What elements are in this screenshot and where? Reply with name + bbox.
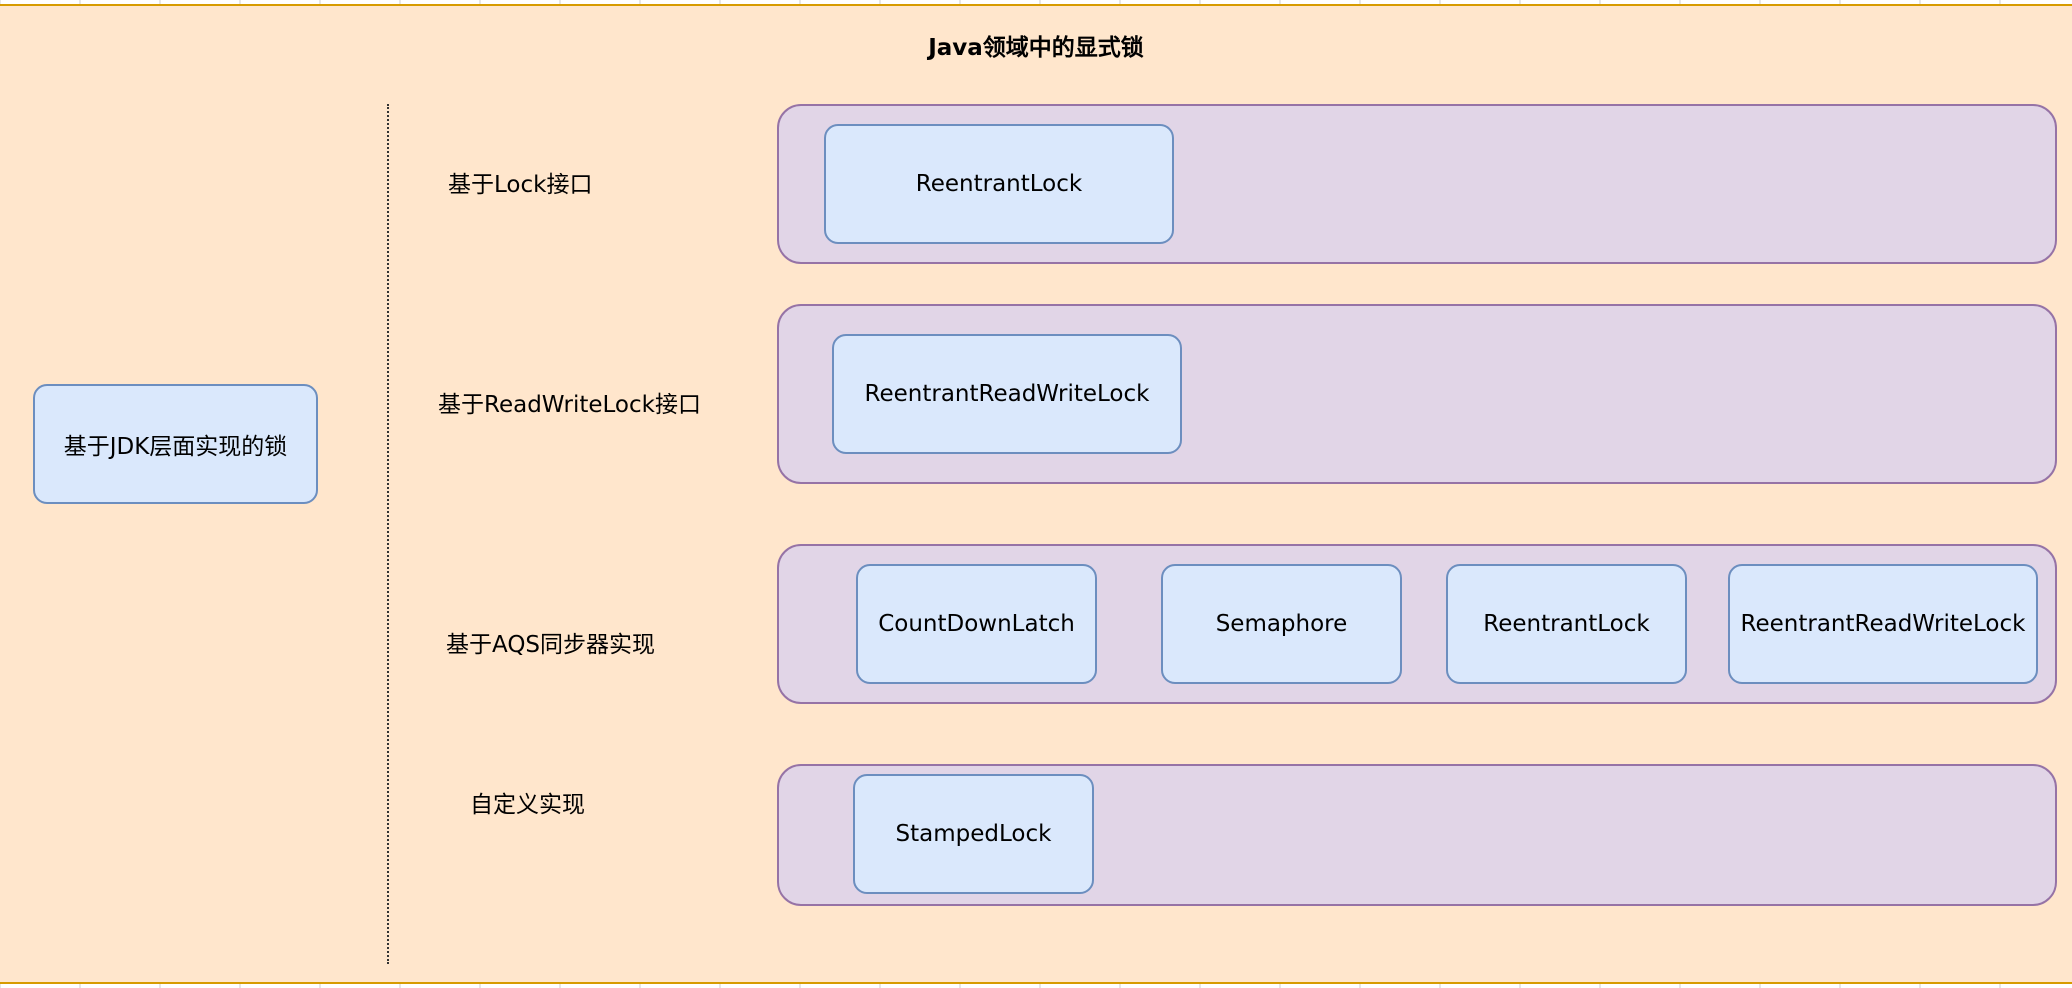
root-node[interactable]: 基于JDK层面实现的锁: [33, 384, 318, 504]
node-label: ReentrantLock: [915, 171, 1083, 197]
top-ruler-ticks: [0, 0, 2001, 4]
node-reentrantlock[interactable]: ReentrantLock: [824, 124, 1174, 244]
root-node-label: 基于JDK层面实现的锁: [63, 434, 288, 460]
row-label-aqs: 基于AQS同步器实现: [446, 632, 656, 658]
node-label: ReentrantReadWriteLock: [864, 381, 1150, 407]
node-label: StampedLock: [895, 821, 1052, 847]
bottom-ruler-ticks: [0, 984, 2001, 988]
dotted-divider: [387, 104, 389, 964]
diagram-title: Java领域中的显式锁: [928, 35, 1144, 61]
node-label: CountDownLatch: [878, 611, 1075, 637]
row-label-readwritelock-interface: 基于ReadWriteLock接口: [438, 392, 701, 418]
node-label: ReentrantReadWriteLock: [1740, 611, 2026, 637]
node-stampedlock[interactable]: StampedLock: [853, 774, 1094, 894]
node-semaphore[interactable]: Semaphore: [1161, 564, 1402, 684]
node-label: Semaphore: [1215, 611, 1348, 637]
node-reentrantreadwritelock-aqs[interactable]: ReentrantReadWriteLock: [1728, 564, 2038, 684]
row-label-custom: 自定义实现: [470, 792, 585, 818]
node-reentrantreadwritelock[interactable]: ReentrantReadWriteLock: [832, 334, 1182, 454]
node-countdownlatch[interactable]: CountDownLatch: [856, 564, 1097, 684]
node-label: ReentrantLock: [1483, 611, 1650, 637]
row-label-lock-interface: 基于Lock接口: [448, 172, 593, 198]
node-reentrantlock-aqs[interactable]: ReentrantLock: [1446, 564, 1687, 684]
